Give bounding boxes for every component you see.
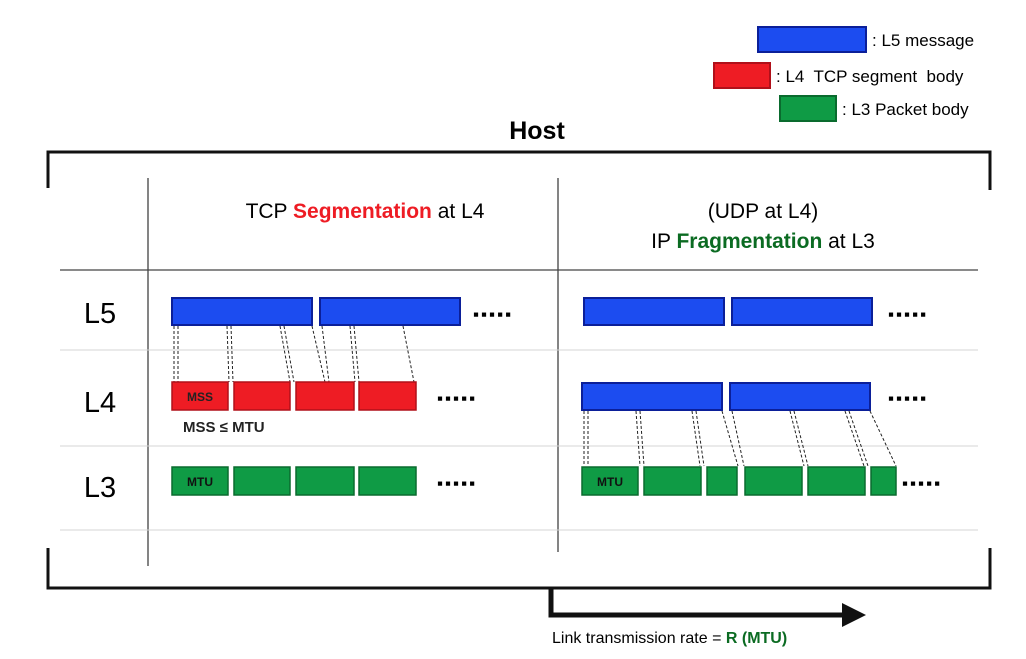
- left-l4-segments: MSS ▪▪▪▪▪: [171, 381, 477, 411]
- udp-datagram-block: [729, 382, 871, 411]
- tcp-segment: [295, 381, 355, 411]
- left-header-prefix: TCP: [246, 200, 293, 223]
- host-top-bracket: [46, 150, 992, 190]
- tcp-segment: [233, 381, 291, 411]
- ip-packet: [233, 466, 291, 496]
- left-l3-ellipsis: ▪▪▪▪▪: [437, 474, 477, 493]
- right-l5-ellipsis: ▪▪▪▪▪: [888, 305, 928, 324]
- l5-message-block: [319, 297, 461, 326]
- link-arrow: [548, 588, 866, 627]
- ip-fragment: [581, 466, 639, 496]
- l5-message-block: [731, 297, 873, 326]
- right-fragmentation-guides: [583, 410, 897, 467]
- ip-fragment: [643, 466, 702, 496]
- udp-datagram-block: [581, 382, 723, 411]
- link-arrow-shaft: [548, 588, 845, 618]
- left-header-highlight: Segmentation: [293, 200, 432, 223]
- mtu-label-left: MTU: [187, 475, 213, 489]
- host-title: Host: [509, 117, 565, 145]
- right-header-suffix: at L3: [822, 230, 875, 253]
- layer-label-l5: L5: [84, 298, 116, 330]
- right-l3-fragments: MTU ▪▪▪▪▪: [581, 466, 942, 496]
- ip-fragment: [807, 466, 866, 496]
- left-l4-ellipsis: ▪▪▪▪▪: [437, 389, 477, 408]
- legend-label-l3: : L3 Packet body: [842, 100, 969, 119]
- link-arrowhead: [842, 603, 866, 627]
- left-segmentation-guides: [173, 325, 415, 383]
- ip-packet: [358, 466, 417, 496]
- layer-label-l3: L3: [84, 472, 116, 504]
- legend-swatch-l4: [713, 62, 771, 89]
- left-column-header: TCP Segmentation at L4: [246, 200, 485, 223]
- mss-label: MSS: [187, 390, 213, 404]
- legend-swatch-l5: [757, 26, 867, 53]
- right-l4-messages: ▪▪▪▪▪: [581, 382, 928, 411]
- left-l3-packets: MTU ▪▪▪▪▪: [171, 466, 477, 496]
- right-header-highlight: Fragmentation: [676, 230, 822, 253]
- ip-fragment: [706, 466, 738, 496]
- l5-message-block: [583, 297, 725, 326]
- right-column-header-line2: IP Fragmentation at L3: [651, 230, 875, 253]
- legend-label-l4: : L4 TCP segment body: [776, 67, 964, 86]
- ip-packet: [171, 466, 229, 496]
- link-rate-label: Link transmission rate = R (MTU): [552, 630, 787, 647]
- ip-packet: [295, 466, 355, 496]
- right-column-header-line1: (UDP at L4): [708, 200, 819, 223]
- legend-label-l5: : L5 message: [872, 31, 974, 50]
- mss-constraint-label: MSS ≤ MTU: [183, 419, 265, 436]
- tcp-segment: [358, 381, 417, 411]
- right-l5-messages: ▪▪▪▪▪: [583, 297, 928, 326]
- mtu-label-right: MTU: [597, 475, 623, 489]
- layer-label-l4: L4: [84, 387, 116, 419]
- l5-message-block: [171, 297, 313, 326]
- left-header-suffix: at L4: [432, 200, 485, 223]
- host-bottom-bracket: [46, 548, 992, 590]
- ip-fragment: [744, 466, 803, 496]
- right-header-prefix: IP: [651, 230, 676, 253]
- ip-fragment: [870, 466, 897, 496]
- left-l5-ellipsis: ▪▪▪▪▪: [473, 305, 513, 324]
- tcp-segment: [171, 381, 229, 411]
- legend-swatch-l3: [779, 95, 837, 122]
- left-l5-messages: ▪▪▪▪▪: [171, 297, 513, 326]
- legend: : L5 message : L4 TCP segment body : L3 …: [713, 26, 974, 122]
- right-l3-ellipsis: ▪▪▪▪▪: [902, 474, 942, 493]
- link-rate-prefix: Link transmission rate =: [552, 630, 726, 647]
- link-rate-value: R (MTU): [726, 630, 787, 647]
- right-l4-ellipsis: ▪▪▪▪▪: [888, 389, 928, 408]
